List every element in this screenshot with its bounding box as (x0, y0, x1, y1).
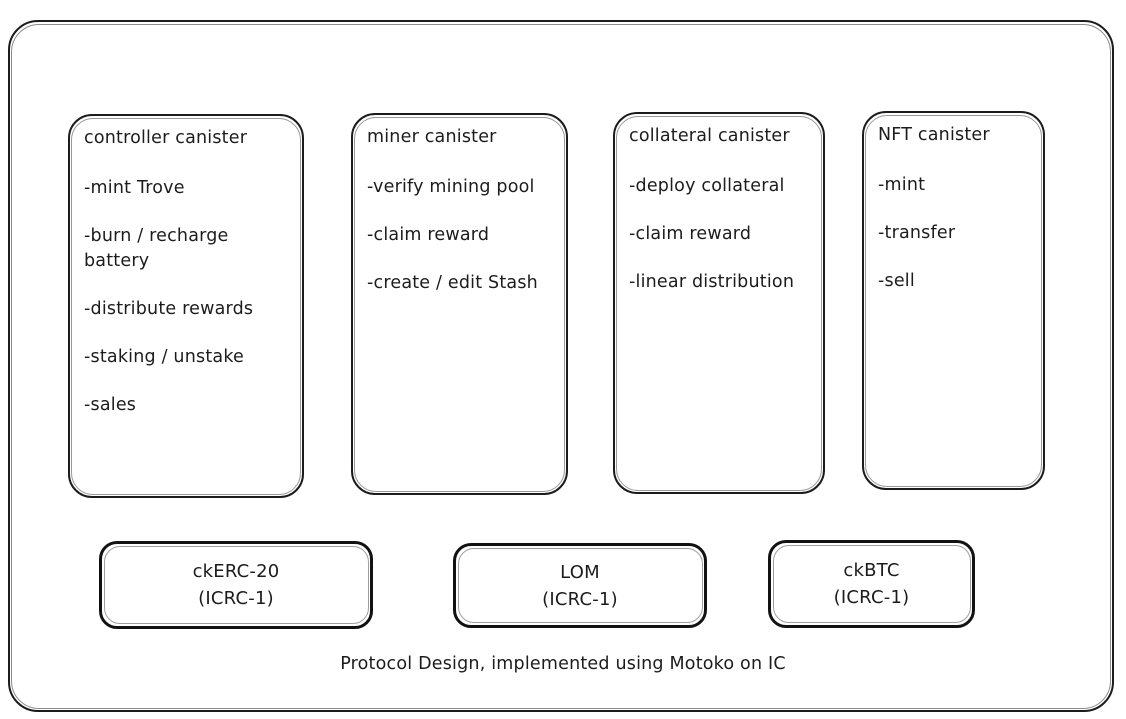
token-box-ckbtc[interactable]: ckBTC (ICRC-1) (768, 540, 975, 628)
canister-item: -create / edit Stash (367, 273, 538, 293)
canister-item: -claim reward (367, 225, 490, 245)
canister-title: miner canister (367, 127, 497, 147)
canister-item: -mint (878, 175, 926, 195)
canister-title: collateral canister (629, 126, 790, 146)
canister-card-miner[interactable]: miner canister -verify mining pool -clai… (351, 113, 568, 495)
diagram-caption: Protocol Design, implemented using Motok… (340, 654, 786, 674)
canister-item: -burn / recharge battery (84, 226, 229, 271)
canister-card-controller[interactable]: controller canister -mint Trove -burn / … (68, 114, 304, 498)
canister-item: -transfer (878, 223, 956, 243)
canister-title: NFT canister (878, 125, 990, 145)
canister-title: controller canister (84, 128, 248, 148)
canister-item: -sales (84, 395, 137, 415)
canister-item: -deploy collateral (629, 176, 785, 196)
canister-item: -distribute rewards (84, 299, 254, 319)
canister-card-nft[interactable]: NFT canister -mint -transfer -sell (862, 111, 1045, 490)
canister-item: -linear distribution (629, 272, 795, 292)
canister-item: -mint Trove (84, 178, 185, 198)
canister-item: -verify mining pool (367, 177, 535, 197)
token-name: ckERC-20 (192, 561, 280, 582)
canister-card-collateral[interactable]: collateral canister -deploy collateral -… (613, 112, 825, 494)
token-standard: (ICRC-1) (833, 587, 910, 608)
token-standard: (ICRC-1) (542, 588, 618, 610)
token-name: ckBTC (843, 560, 900, 581)
canister-item: -claim reward (629, 224, 752, 244)
canister-item: -staking / unstake (84, 347, 244, 367)
canister-item: -sell (878, 271, 915, 291)
token-standard: (ICRC-1) (198, 588, 274, 609)
token-name: LOM (560, 561, 600, 583)
token-box-lom[interactable]: LOM (ICRC-1) (453, 543, 707, 628)
outer-frame (8, 20, 1114, 712)
token-box-ckerc20[interactable]: ckERC-20 (ICRC-1) (99, 541, 373, 629)
